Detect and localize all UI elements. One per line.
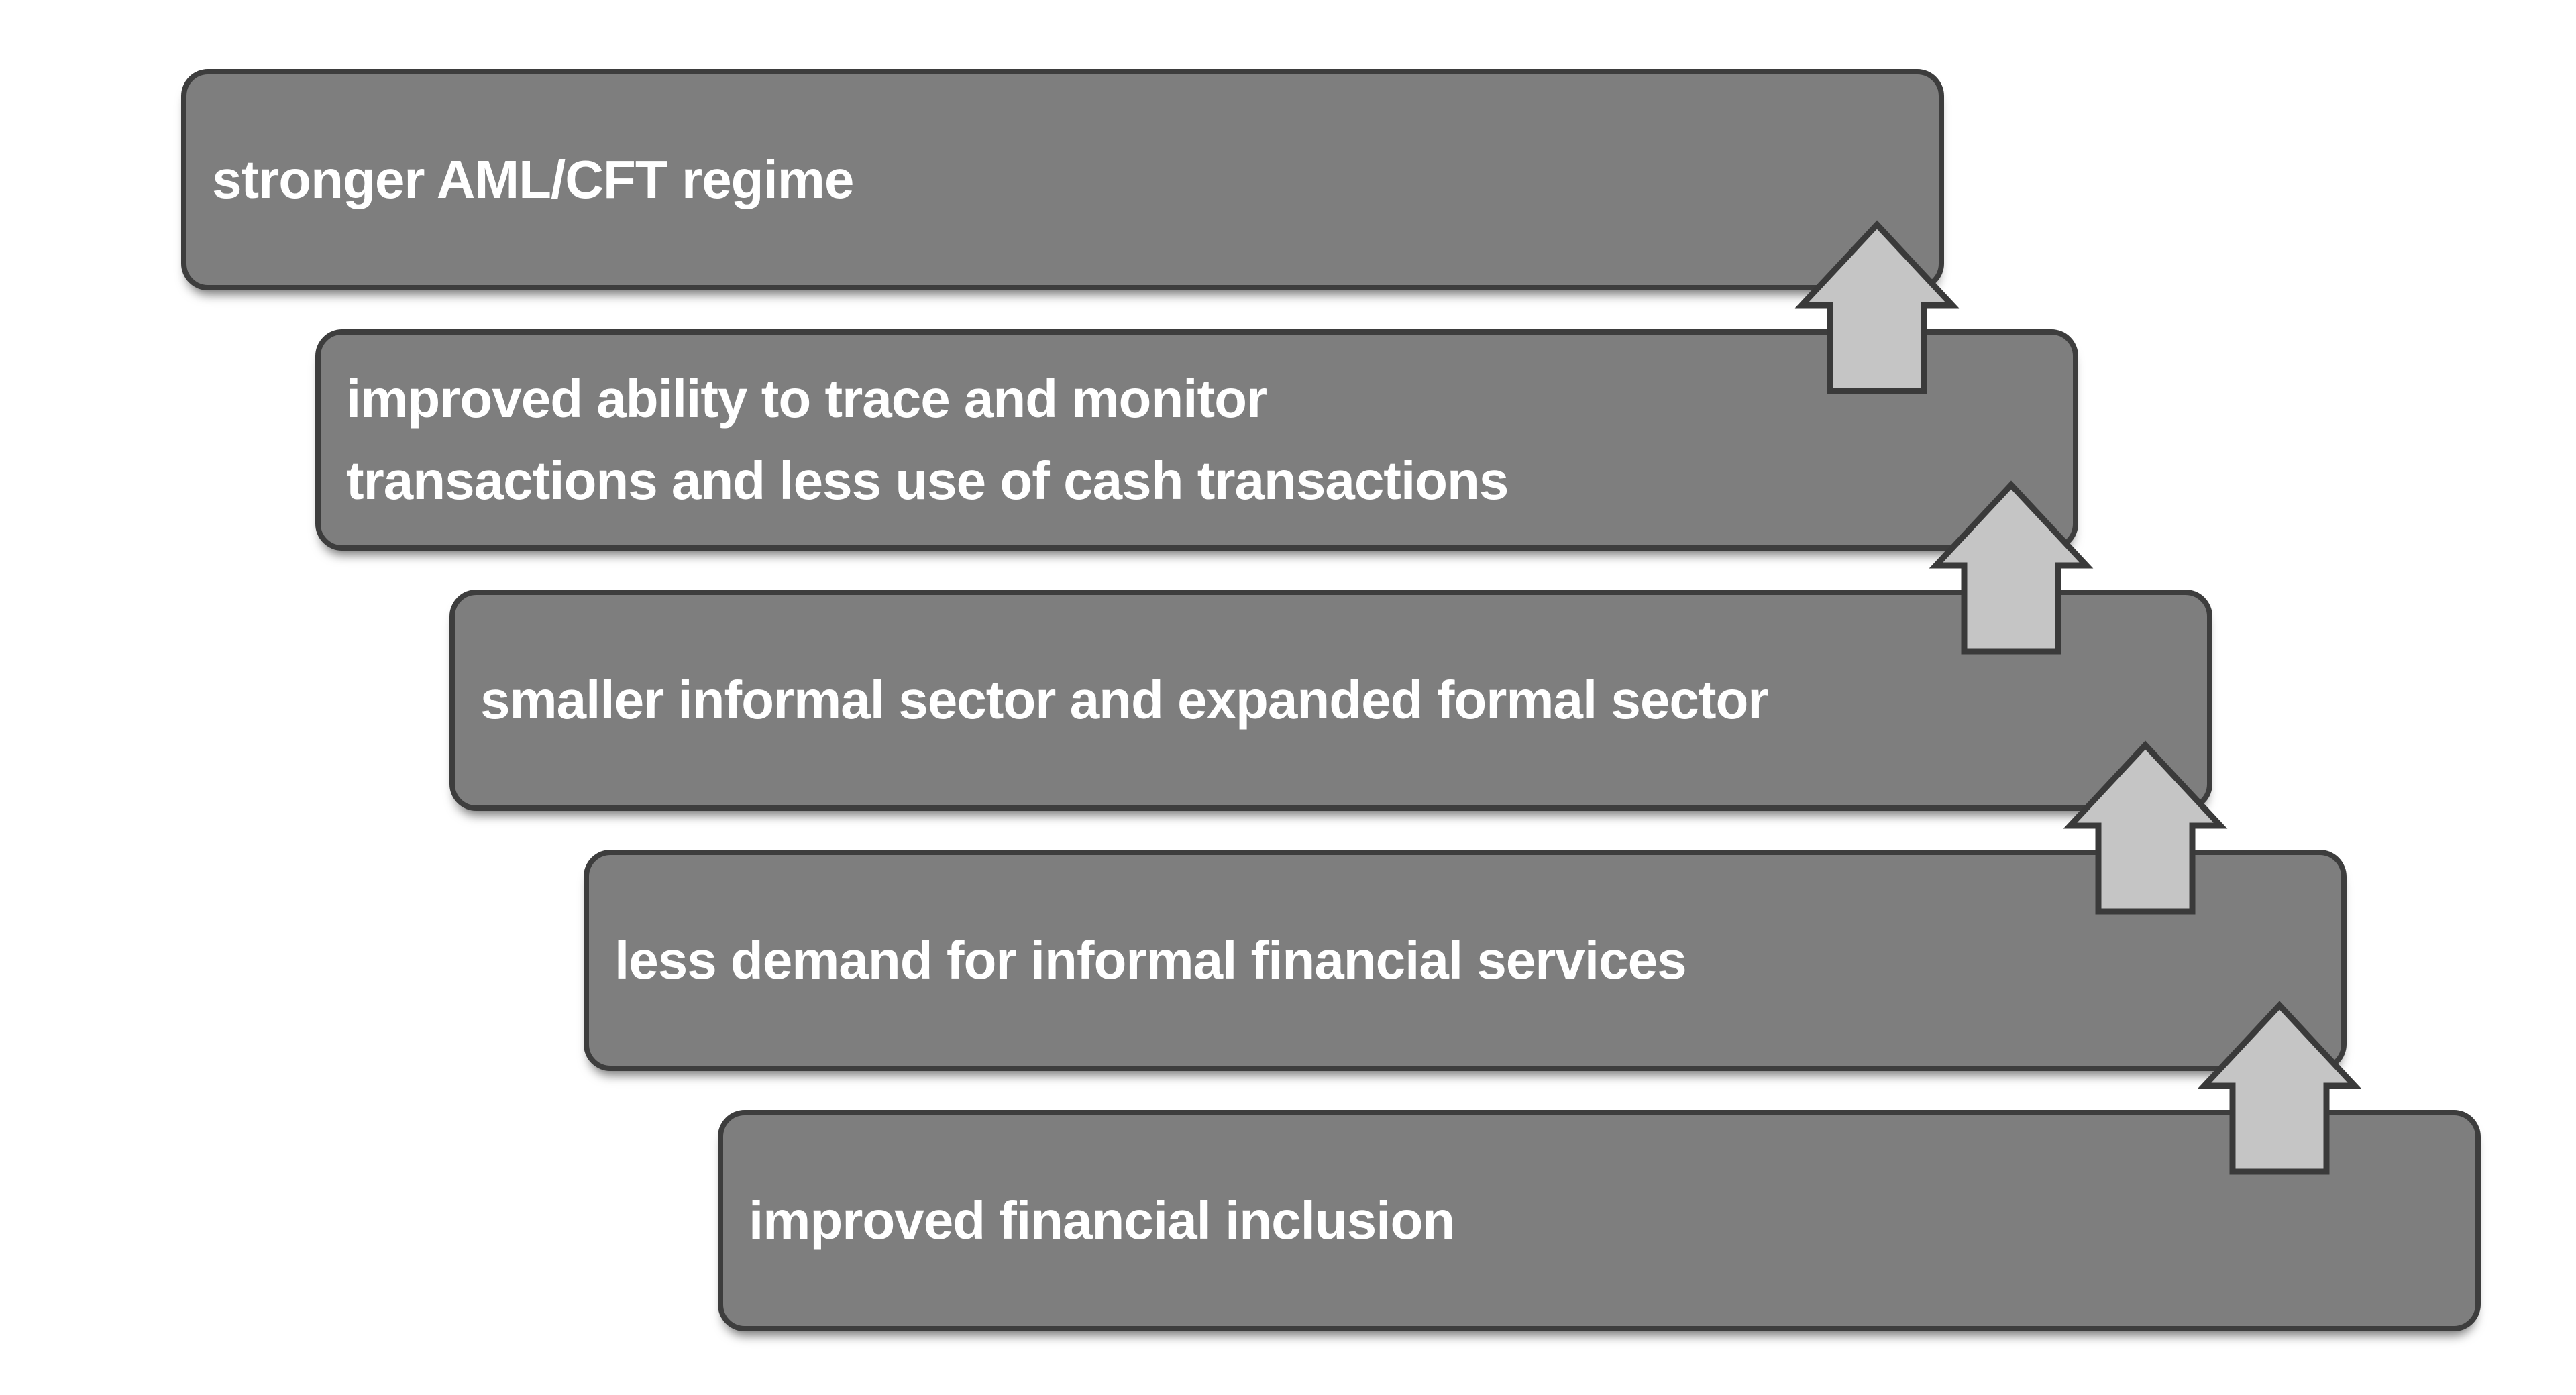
step-label: smaller informal sector and expanded for… <box>480 670 1769 730</box>
step-box-improved-financial-inclusion: improved financial inclusion <box>718 1110 2481 1331</box>
up-arrow-icon <box>2063 740 2228 915</box>
step-label: less demand for informal financial servi… <box>614 930 1687 990</box>
step-box-smaller-informal-sector: smaller informal sector and expanded for… <box>449 590 2212 811</box>
up-arrow-shape <box>1794 220 1960 394</box>
step-box-less-demand-informal-services: less demand for informal financial servi… <box>584 850 2347 1071</box>
up-arrow-icon <box>2197 1001 2362 1175</box>
up-arrow-shape <box>2063 740 2228 915</box>
step-label: stronger AML/CFT regime <box>212 150 854 209</box>
up-arrow-icon <box>1929 480 2094 655</box>
step-box-stronger-aml-cft-regime: stronger AML/CFT regime <box>181 69 1944 290</box>
up-arrow-shape <box>1929 480 2094 655</box>
step-box-trace-and-monitor-transactions: improved ability to trace and monitor tr… <box>315 329 2078 551</box>
up-arrow-shape <box>2197 1001 2362 1175</box>
step-label: improved ability to trace and monitor tr… <box>346 369 1509 510</box>
step-label: improved financial inclusion <box>749 1190 1455 1250</box>
up-arrow-icon <box>1794 220 1960 394</box>
